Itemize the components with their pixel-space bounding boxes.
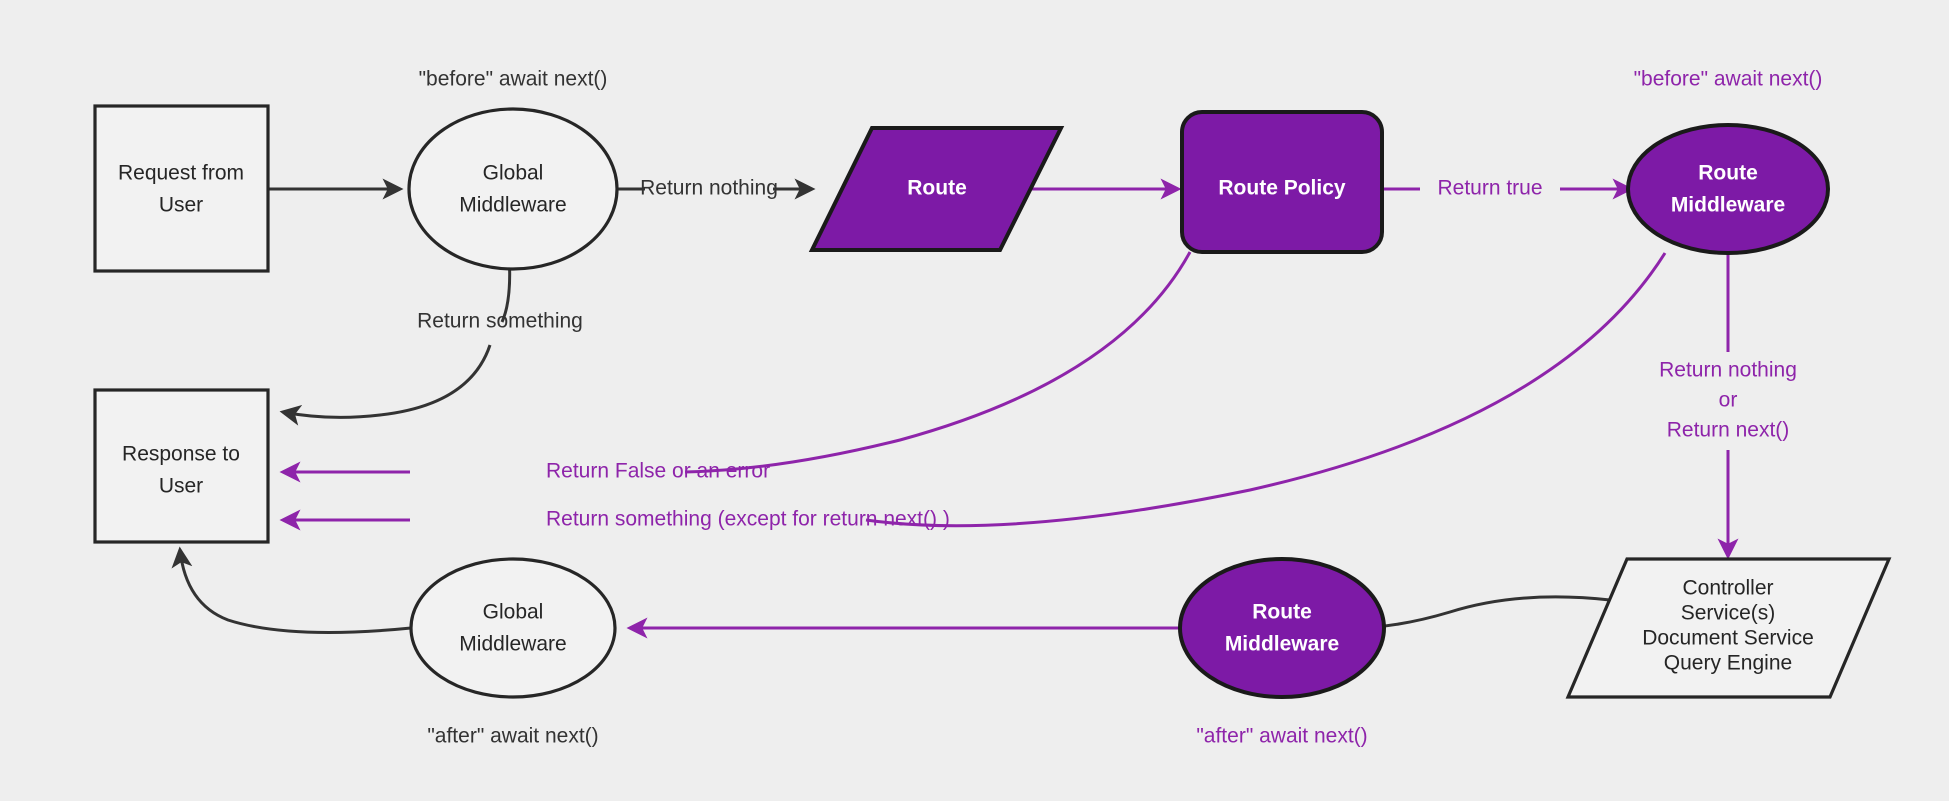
edge-routepolicy-to-response-curve [684, 251, 1192, 474]
edge-return-something-to-response [279, 344, 492, 426]
node-response-to-user[interactable]: Response to User [93, 388, 270, 544]
response-label-line2: User [159, 475, 203, 498]
annotation-after-await-next-purple: "after" await next() [1196, 725, 1367, 748]
node-route-middleware-top[interactable]: Route Middleware [1626, 123, 1830, 255]
annotation-after-await-next-dark: "after" await next() [427, 725, 598, 748]
response-box-shape [93, 388, 270, 544]
edge-label-return-something: Return something [417, 310, 583, 333]
route-middleware-bottom-line2: Middleware [1225, 633, 1339, 656]
route-policy-label: Route Policy [1218, 177, 1346, 200]
controller-line4: Query Engine [1664, 652, 1792, 675]
node-controller-services[interactable]: Controller Service(s) Document Service Q… [1565, 557, 1892, 699]
request-label-line1: Request from [118, 162, 244, 185]
controller-line3: Document Service [1642, 627, 1814, 650]
global-middleware-top-line2: Middleware [459, 194, 566, 217]
node-global-middleware-top[interactable]: Global Middleware [407, 107, 619, 271]
edge-label-return-nothing-or-line3: Return next() [1667, 419, 1790, 442]
route-shape [808, 126, 1065, 252]
global-middleware-bottom-line2: Middleware [459, 633, 566, 656]
route-middleware-top-line2: Middleware [1671, 194, 1785, 217]
global-middleware-bottom-line1: Global [483, 601, 544, 624]
controller-shape [1565, 557, 1892, 699]
route-middleware-bottom-line1: Route [1252, 601, 1312, 624]
global-middleware-bottom-shape [409, 557, 617, 699]
annotation-before-await-next-purple: "before" await next() [1634, 68, 1823, 91]
route-label: Route [907, 177, 967, 200]
node-route-middleware-bottom[interactable]: Route Middleware [1178, 557, 1386, 699]
controller-line2: Service(s) [1681, 602, 1776, 625]
route-middleware-bottom-shape [1178, 557, 1386, 699]
node-request-from-user[interactable]: Request from User [93, 104, 270, 273]
request-label-line2: User [159, 194, 203, 217]
edge-label-return-nothing-or-line2: or [1719, 389, 1738, 412]
route-policy-shape [1180, 110, 1384, 254]
edge-label-return-nothing: Return nothing [640, 177, 778, 200]
response-label-line1: Response to [122, 443, 240, 466]
node-route-policy[interactable]: Route Policy [1180, 110, 1384, 254]
controller-line1: Controller [1682, 577, 1773, 600]
annotation-before-await-next-dark: "before" await next() [419, 68, 608, 91]
node-global-middleware-bottom[interactable]: Global Middleware [409, 557, 617, 699]
route-middleware-top-line1: Route [1698, 162, 1758, 185]
node-route[interactable]: Route [808, 126, 1065, 252]
edge-label-return-false-or-error: Return False or an error [546, 460, 770, 483]
edge-globalmw-bottom-to-response [171, 546, 412, 634]
edge-label-return-something-except: Return something (except for return next… [546, 508, 950, 531]
global-middleware-top-shape [407, 107, 619, 271]
route-middleware-top-shape [1626, 123, 1830, 255]
global-middleware-top-line1: Global [483, 162, 544, 185]
edge-label-return-nothing-or-line1: Return nothing [1659, 359, 1797, 382]
request-box-shape [93, 104, 270, 273]
edge-label-return-true: Return true [1437, 177, 1542, 200]
edge-routemw-to-response-curve [865, 252, 1667, 528]
